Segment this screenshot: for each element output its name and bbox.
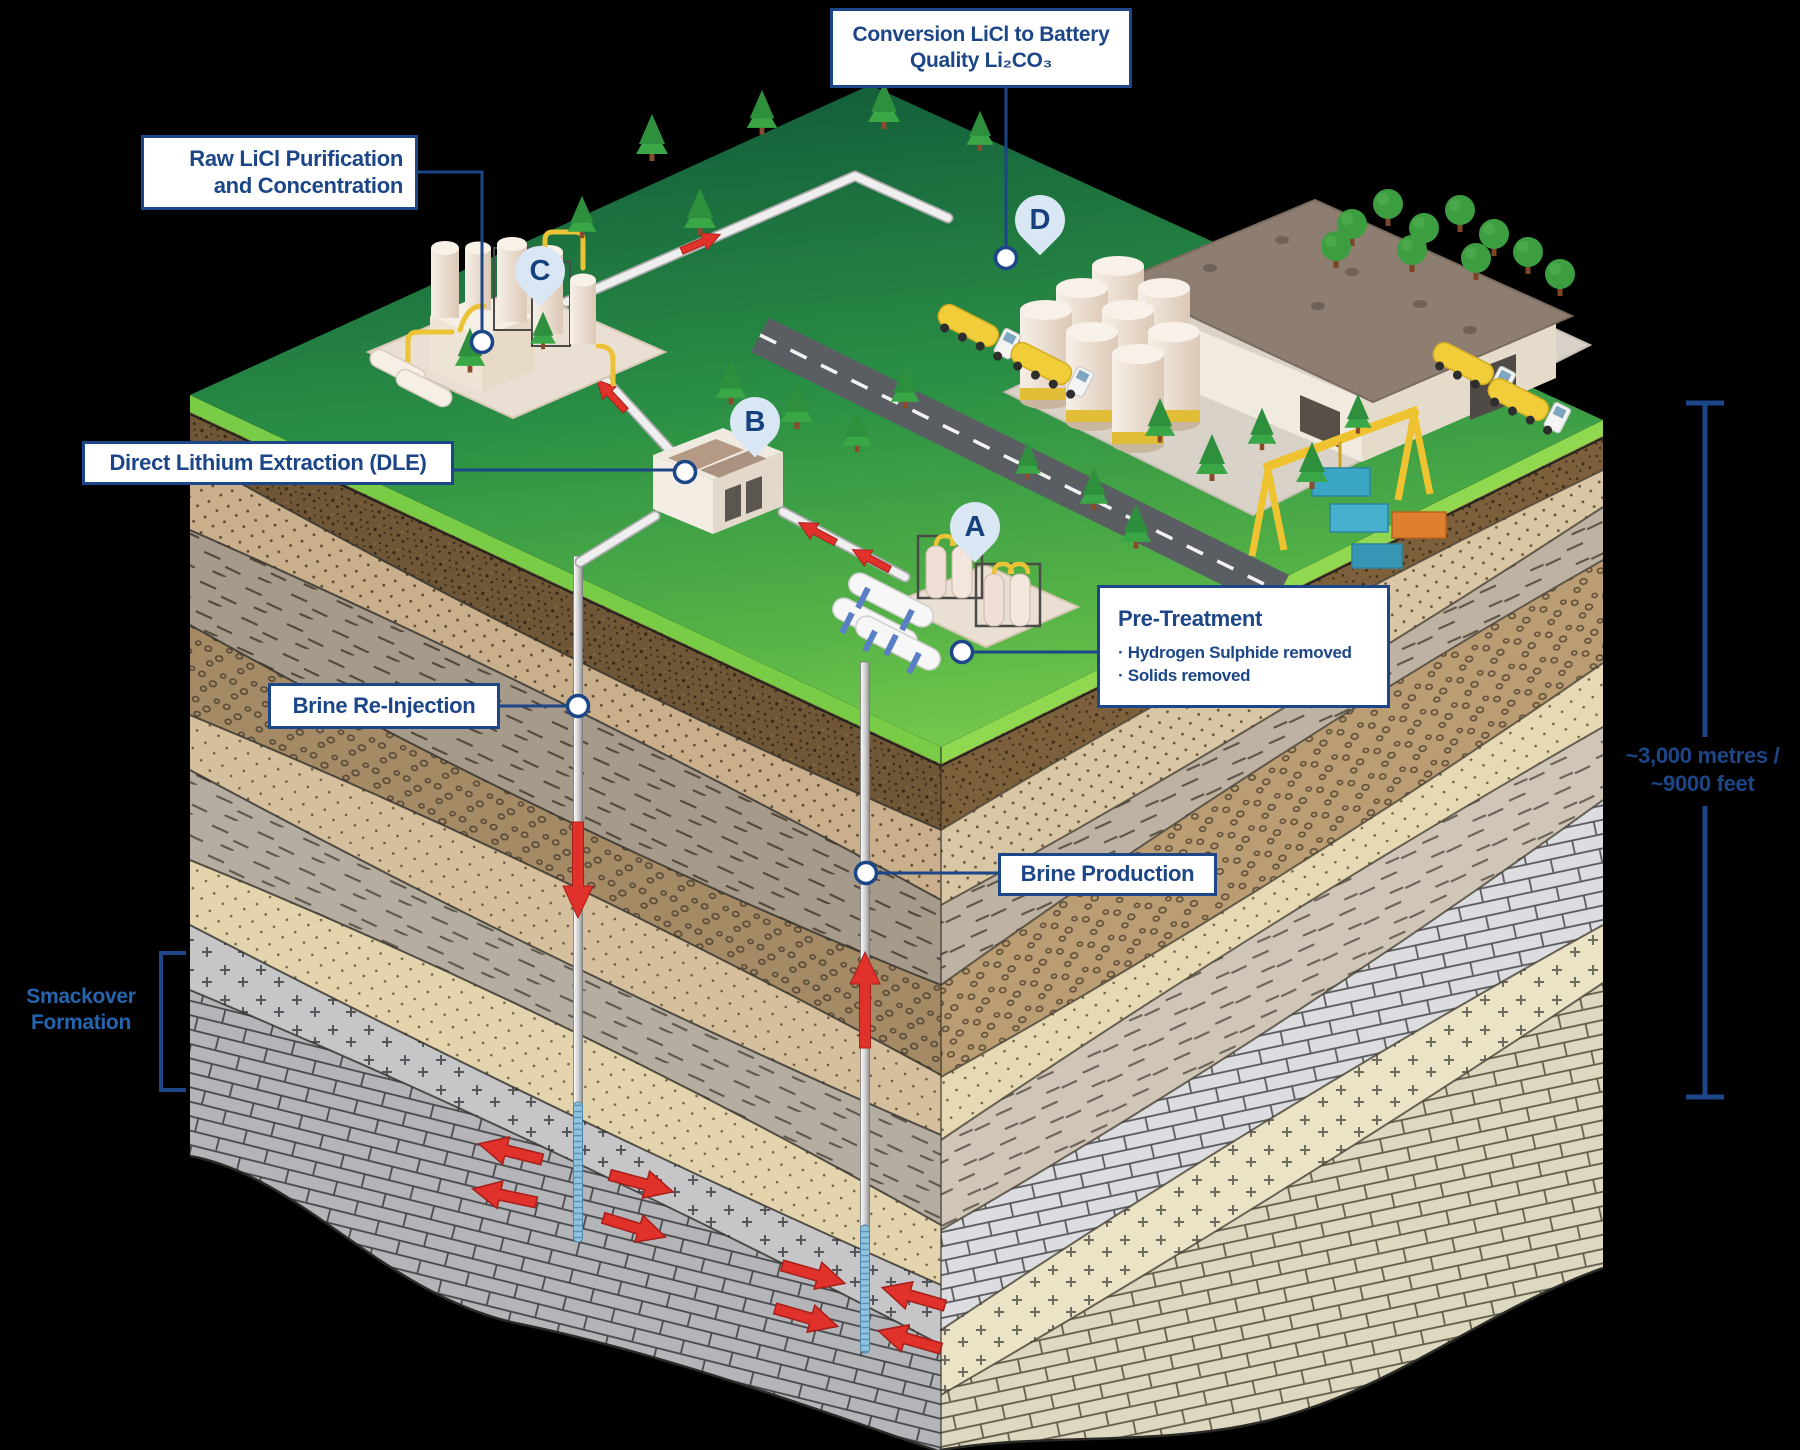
callout-brine-reinjection: Brine Re-Injection	[268, 683, 500, 729]
block-bottom-edge-right	[940, 1266, 1604, 1450]
pretreatment-facility	[832, 536, 1081, 675]
conversion-plant	[930, 198, 1593, 569]
callout-pretreatment-bullet-1: Hydrogen Sulphide removed	[1118, 643, 1352, 664]
pin-marker-c: C	[504, 235, 576, 307]
pin-marker-b-label: B	[744, 405, 766, 438]
callout-raw-purification: Raw LiCl Purification and Concentration	[141, 135, 418, 210]
callout-pretreatment: Pre-Treatment Hydrogen Sulphide removed …	[1097, 585, 1390, 708]
depth-scale-label: ~3,000 metres / ~9000 feet	[1605, 742, 1800, 797]
callout-reinjection-text: Brine Re-Injection	[292, 692, 476, 718]
callout-conversion-line1: Conversion LiCl to Battery	[852, 23, 1110, 47]
callout-dle: Direct Lithium Extraction (DLE)	[82, 441, 454, 485]
formation-line1: Smackover	[26, 985, 136, 1008]
callout-dle-text: Direct Lithium Extraction (DLE)	[109, 449, 427, 475]
callout-pretreatment-bullet-2: Solids removed	[1118, 666, 1352, 687]
callout-raw-line1: Raw LiCl Purification	[189, 145, 403, 171]
horizontal-tanks	[832, 572, 941, 675]
geology-left-face	[190, 395, 941, 1450]
callout-connectors	[418, 88, 1097, 875]
callout-anchor-dots	[469, 245, 1019, 886]
pin-marker-d: D	[1004, 184, 1076, 256]
depth-scale-line	[1686, 400, 1724, 1100]
pin-marker-b: B	[719, 386, 791, 458]
formation-line2: Formation	[31, 1011, 131, 1035]
pin-marker-c-label: C	[529, 254, 551, 287]
callout-pretreatment-title: Pre-Treatment	[1118, 606, 1263, 632]
formation-bracket	[159, 951, 186, 1092]
pin-marker-d-label: D	[1029, 203, 1051, 236]
callout-conversion: Conversion LiCl to Battery Quality Li₂CO…	[830, 8, 1132, 88]
depth-line1: ~3,000 metres /	[1625, 743, 1780, 768]
pin-marker-a: A	[939, 491, 1011, 563]
gantry-crane	[1248, 405, 1447, 569]
callout-raw-line2: and Concentration	[213, 172, 404, 198]
callout-production-text: Brine Production	[1020, 861, 1195, 887]
brine-production-well	[860, 661, 870, 1354]
formation-label: Smackover Formation	[5, 984, 157, 1037]
callout-conversion-line2: Quality Li₂CO₃	[909, 49, 1053, 72]
depth-line2: ~9000 feet	[1650, 770, 1755, 796]
pin-marker-a-label: A	[964, 510, 986, 543]
block-bottom-edge-left	[189, 1154, 940, 1450]
callout-brine-production: Brine Production	[998, 853, 1217, 896]
